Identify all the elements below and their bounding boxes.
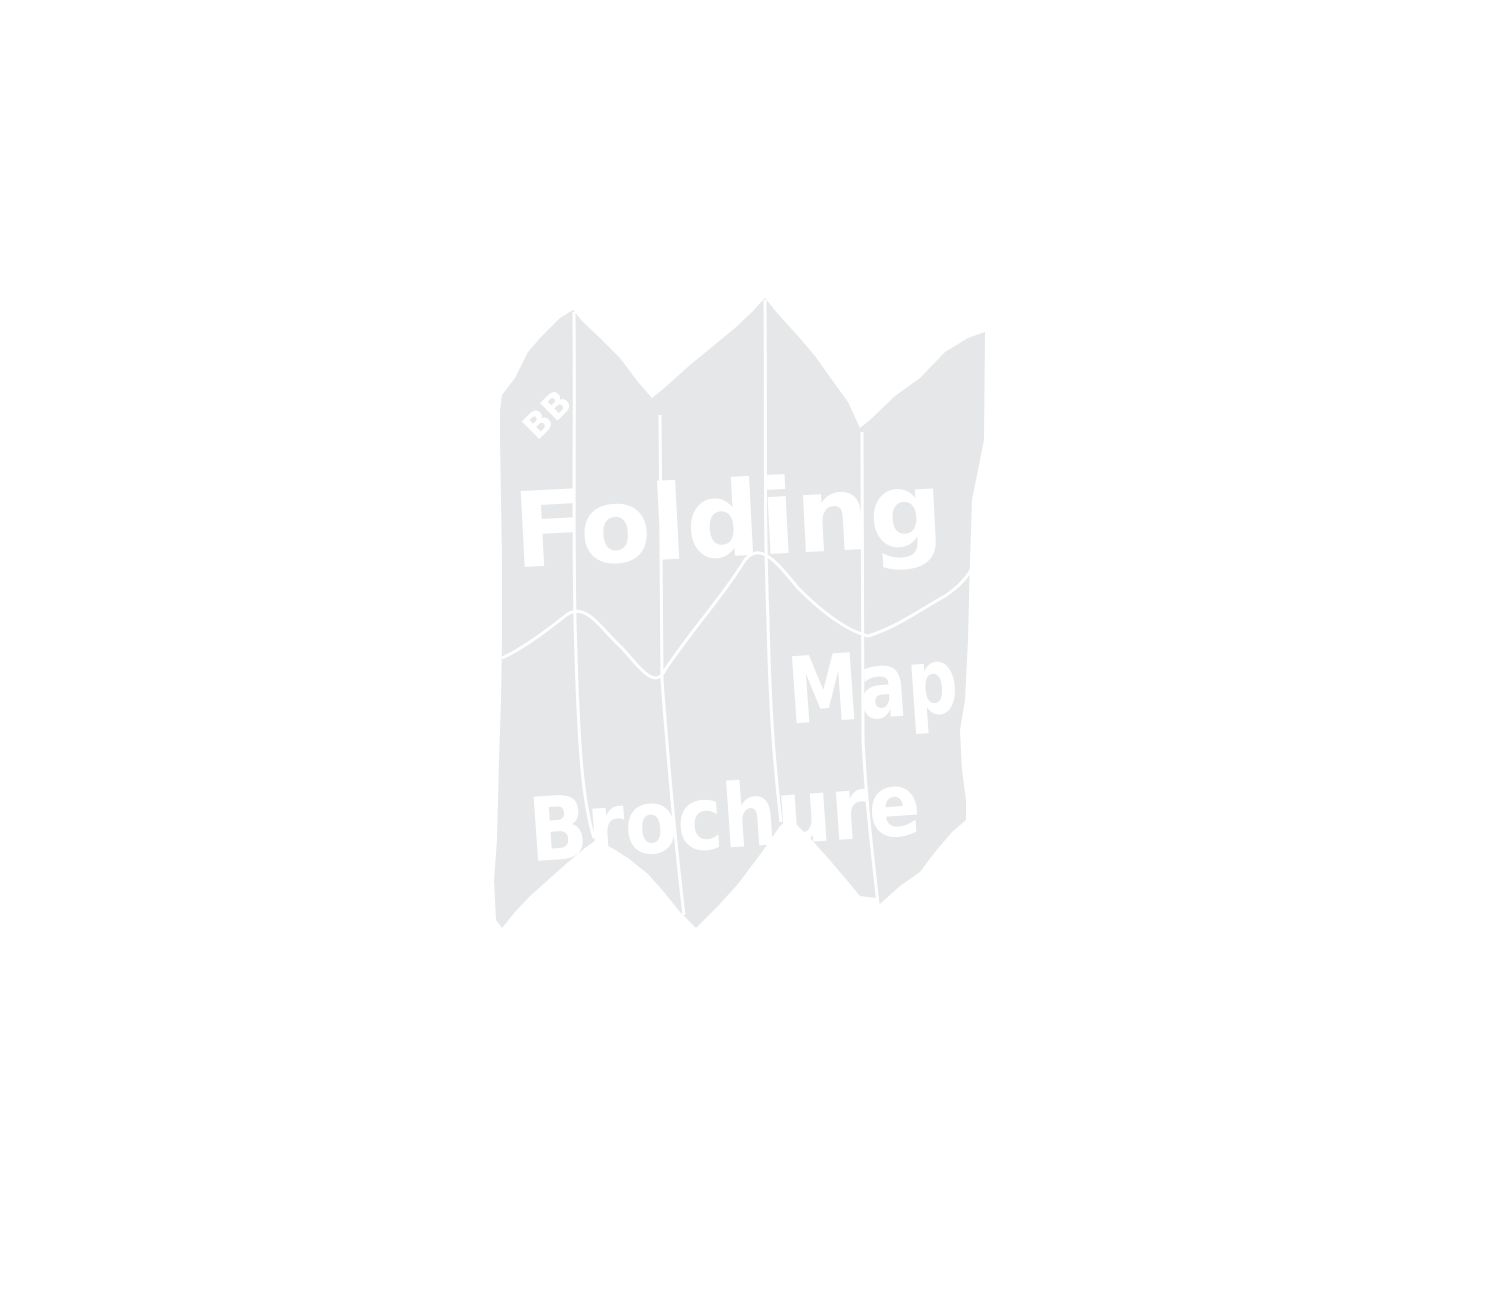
fold-line-3 xyxy=(763,299,783,823)
fold-line-2 xyxy=(658,414,686,916)
word-folding: Folding xyxy=(510,448,946,592)
word-map: Map xyxy=(784,627,961,746)
crease-line xyxy=(501,551,974,680)
fold-line-4 xyxy=(860,431,880,905)
